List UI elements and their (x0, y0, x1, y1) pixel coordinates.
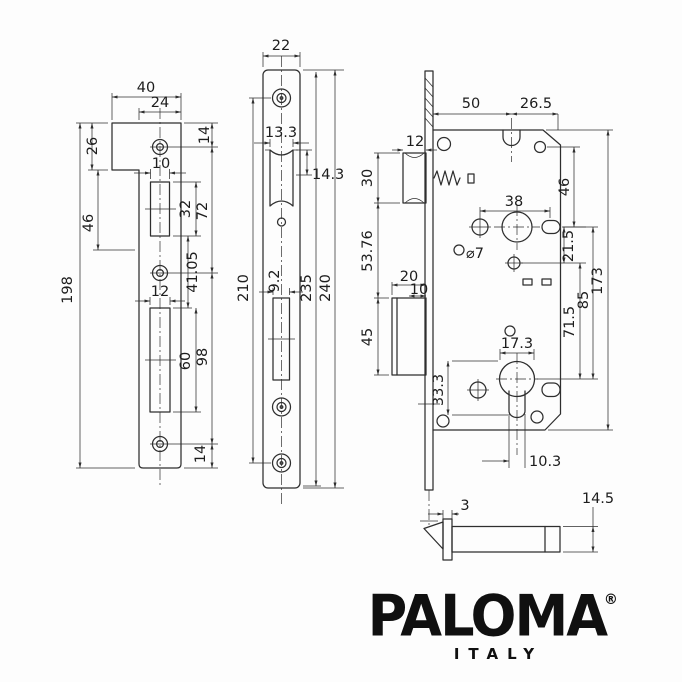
dim-label: ⌀7 (466, 246, 484, 262)
dim-label: 72 (195, 202, 211, 220)
latch-cutout (269, 149, 294, 207)
latch-body (451, 525, 561, 553)
dim-label: 14.5 (582, 491, 614, 507)
case-hole (533, 140, 547, 154)
spring-stop (467, 173, 475, 184)
line-shape (424, 77, 434, 88)
dim-label: 45 (360, 328, 376, 346)
dim-label: 32 (178, 200, 194, 218)
dim-label: 210 (236, 274, 252, 302)
pin-hole (504, 325, 516, 337)
dim-label: 26 (85, 137, 101, 155)
dim-label: 9.2 (267, 269, 283, 292)
dim-label: 173 (590, 267, 606, 295)
line-shape (424, 87, 434, 98)
dim-label: 10 (152, 156, 170, 172)
dim-label: 198 (60, 276, 76, 304)
screw-hole (271, 397, 292, 417)
lock-case-outline (432, 129, 562, 431)
faceplate-view: 22 13.3 14.3 210 9.2 235 240 (236, 38, 344, 506)
dim-label: 85 (576, 291, 592, 309)
tab-slot (541, 278, 552, 286)
screw-hole (271, 453, 292, 473)
faceplate-edge-strip (424, 70, 434, 491)
latch-spring (433, 170, 461, 186)
slot-hole (541, 219, 561, 235)
dim-label: 20 (400, 269, 418, 285)
dim-label: 10 (410, 282, 428, 298)
dim-label: 13.3 (265, 125, 297, 141)
path-shape (404, 152, 425, 158)
latch-bolt (402, 152, 427, 204)
dim-label: 10.3 (529, 454, 561, 470)
dim-label: 14 (193, 445, 209, 463)
tab-slot (522, 278, 533, 286)
diameter-ref-hole (453, 244, 465, 256)
screw-hole-mid (276, 401, 287, 413)
brand-country: ITALY (453, 645, 544, 663)
deadbolt (391, 297, 427, 376)
dim-label: 33.3 (431, 374, 447, 406)
dim-label: 60 (178, 352, 194, 370)
dim-label: 40 (137, 80, 155, 96)
screw-hole (271, 88, 292, 108)
dim-label: 46 (81, 214, 97, 232)
dim-label: 14.3 (312, 167, 344, 183)
dim-label: 21.5 (561, 230, 577, 262)
pin-hole (276, 217, 287, 227)
corner-hole (530, 410, 544, 424)
dim-label: 17.3 (501, 336, 533, 352)
screw-hole-dot (279, 96, 284, 100)
line-shape (424, 117, 434, 128)
dim-label: 240 (318, 274, 334, 302)
dim-label: 46 (557, 178, 573, 196)
dim-label: 24 (151, 95, 169, 111)
screw-hole-mid (276, 457, 287, 469)
line-shape (424, 97, 434, 108)
strike-plate-view: 40 24 26 46 198 14 10 32 (60, 80, 218, 486)
path-shape (404, 198, 425, 204)
dim-label: 30 (360, 169, 376, 187)
line-shape (424, 107, 434, 118)
dim-label: 3 (460, 498, 469, 514)
screw-hole-dot (279, 461, 284, 465)
latch-bevel (423, 521, 444, 550)
case-hole (436, 136, 452, 152)
dim-label: 50 (462, 96, 480, 112)
screw-hole-dot (279, 405, 284, 409)
brand-name: PALOMA (367, 583, 608, 650)
latch-bolt-side-view: 3 14.5 (423, 491, 614, 561)
slot-hole (541, 382, 561, 398)
brand-logo: PALOMA® ITALY (346, 588, 642, 663)
strike-plate-outline (111, 122, 182, 469)
corner-hole (436, 414, 450, 428)
lock-body-view: ⌀7 50 26.5 12 30 53.76 (360, 70, 613, 528)
section-hatching (424, 77, 434, 128)
registered-trademark-icon: ® (603, 592, 618, 608)
dim-label: 14 (197, 126, 213, 144)
dim-label: 53.76 (360, 230, 376, 272)
latch-flange (442, 518, 453, 561)
dim-label: 71.5 (562, 306, 578, 338)
dim-label: 12 (406, 134, 424, 150)
dim-label: 12 (151, 284, 169, 300)
dim-label: 98 (195, 348, 211, 366)
dim-label: 235 (299, 274, 315, 302)
dim-label: 22 (272, 38, 290, 54)
dim-label: 26.5 (520, 96, 552, 112)
dim-label: 41.05 (185, 251, 201, 293)
dim-label: 38 (505, 194, 523, 210)
screw-hole-mid (276, 92, 287, 104)
